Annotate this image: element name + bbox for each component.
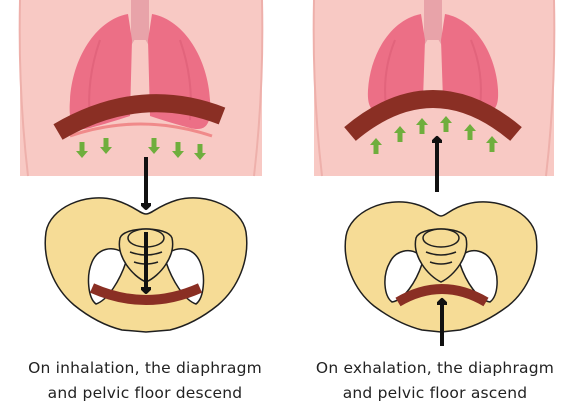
diaphragm-left: [53, 94, 226, 140]
inhalation-caption: On inhalation, the diaphragm and pelvic …: [0, 356, 290, 406]
torso-right: [314, 0, 554, 176]
inhalation-caption-line-1: On inhalation, the diaphragm: [28, 359, 262, 377]
breathing-diagram: [18, 0, 556, 346]
pelvic-floor-left: [89, 283, 203, 305]
exhalation-caption: On exhalation, the diaphragm and pelvic …: [290, 356, 580, 406]
exhalation-panel: [312, 0, 556, 346]
diaphragm-outline-left: [69, 122, 213, 138]
inhalation-panel: [18, 0, 264, 333]
exhalation-caption-line-1: On exhalation, the diaphragm: [315, 359, 555, 377]
pelvic-floor-right: [395, 284, 489, 307]
lungs-right: [367, 14, 499, 113]
diaphragm-right: [344, 90, 522, 141]
pelvis-right: [344, 201, 538, 333]
inhalation-caption-line-2: and pelvic floor descend: [47, 384, 243, 402]
green-up-arrows: [370, 116, 498, 154]
green-down-arrows: [76, 138, 206, 160]
exhalation-caption-line-2: and pelvic floor ascend: [342, 384, 528, 402]
